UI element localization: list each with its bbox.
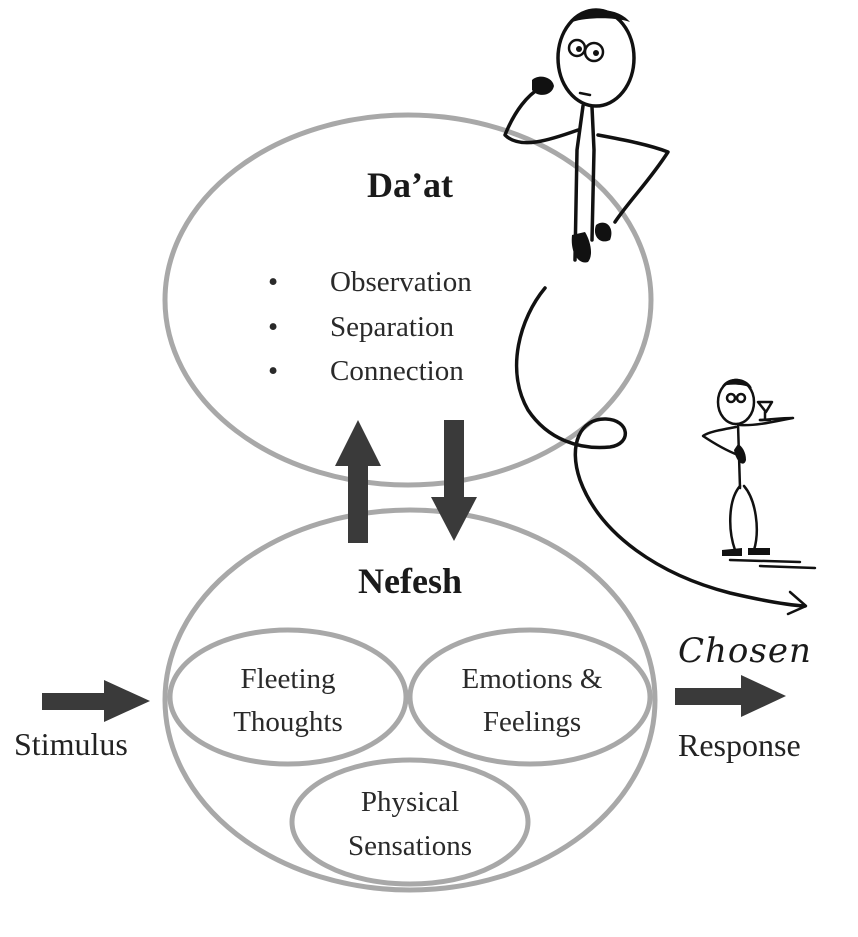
daat-item-observation: Observation bbox=[330, 266, 472, 298]
daat-circle bbox=[162, 112, 654, 488]
nefesh-title: Nefesh bbox=[358, 561, 462, 601]
physical-sensations-label-line2: Sensations bbox=[348, 830, 472, 862]
stimulus-label: Stimulus bbox=[14, 726, 128, 762]
physical-sensations-label-line1: Physical bbox=[361, 786, 459, 818]
emotions-feelings-label-line2: Feelings bbox=[483, 706, 581, 738]
daat-list: • Observation • Separation • Connection bbox=[268, 266, 472, 387]
emotions-feelings-oval bbox=[407, 627, 653, 767]
physical-sensations-oval bbox=[289, 757, 531, 887]
fleeting-thoughts-oval bbox=[167, 627, 409, 767]
daat-bullet: • bbox=[268, 355, 278, 387]
daat-title: Da’at bbox=[367, 165, 453, 205]
emotions-feelings-label-line1: Emotions & bbox=[462, 663, 603, 695]
nefesh-circle bbox=[162, 507, 658, 893]
daat-item-connection: Connection bbox=[330, 355, 464, 387]
spiral-path-arrow-icon bbox=[514, 286, 808, 616]
down-arrow bbox=[431, 420, 477, 541]
response-label: Response bbox=[678, 727, 801, 763]
daat-bullet: • bbox=[268, 311, 278, 343]
stimulus-arrow bbox=[42, 680, 150, 722]
drinking-stick-figure-icon bbox=[701, 378, 817, 570]
thinking-stick-figure-icon bbox=[503, 8, 670, 263]
daat-bullet: • bbox=[268, 266, 278, 298]
fleeting-thoughts-label-line2: Thoughts bbox=[233, 706, 343, 738]
fleeting-thoughts-label-line1: Fleeting bbox=[240, 663, 335, 695]
response-arrow bbox=[675, 675, 786, 717]
daat-item-separation: Separation bbox=[330, 311, 455, 343]
up-arrow bbox=[335, 420, 381, 543]
chosen-label: Chosen bbox=[678, 631, 812, 671]
